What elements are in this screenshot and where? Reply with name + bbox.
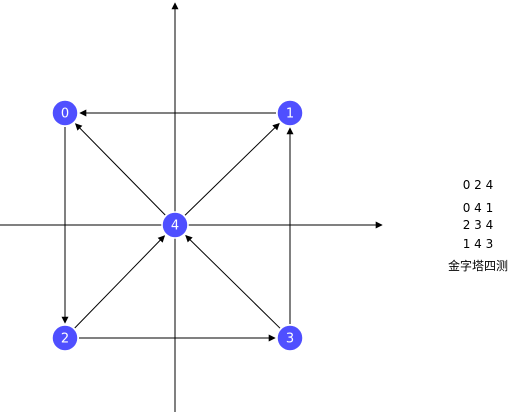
edges-layer: [61, 109, 294, 342]
node-label: 3: [286, 332, 294, 347]
edge-4-to-1: [184, 122, 280, 216]
node-3: 3: [276, 324, 304, 352]
axes-layer: [0, 2, 383, 412]
side-text-line-5: 金字塔四测: [448, 258, 508, 273]
node-0: 0: [51, 99, 79, 127]
node-4: 4: [161, 211, 189, 239]
node-circle: [276, 99, 304, 127]
node-2: 2: [51, 324, 79, 352]
side-text-line-2: 0 4 1: [463, 201, 494, 215]
node-label: 4: [171, 219, 179, 234]
node-label: 1: [286, 107, 294, 122]
edge-2-to-4: [74, 235, 166, 329]
nodes-layer: 0 1 2 3 4: [51, 99, 304, 352]
node-circle: [51, 99, 79, 127]
node-circle: [276, 324, 304, 352]
edge-4-to-0: [75, 123, 166, 216]
side-text-line-4: 1 4 3: [463, 237, 494, 251]
node-circle: [51, 324, 79, 352]
node-1: 1: [276, 99, 304, 127]
node-circle: [161, 211, 189, 239]
node-label: 0: [61, 107, 69, 122]
node-label: 2: [61, 332, 69, 347]
side-text-line-3: 2 3 4: [463, 218, 494, 232]
side-text-line-1: 0 2 4: [463, 178, 494, 192]
edge-3-to-4: [185, 235, 281, 329]
side-text-block: 0 2 4 0 4 1 2 3 4 1 4 3 金字塔四测: [448, 178, 508, 273]
